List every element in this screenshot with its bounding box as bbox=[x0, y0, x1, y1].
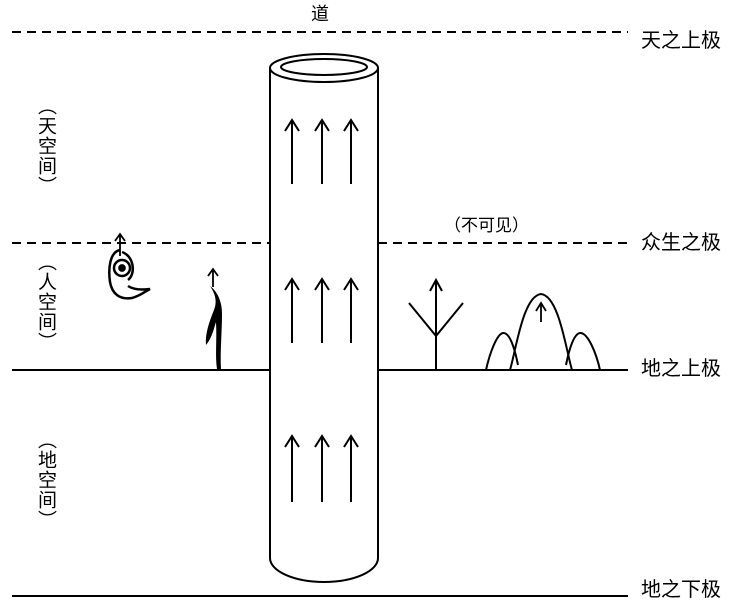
upward-arrow-icon bbox=[314, 118, 330, 184]
level-earth-top: 地之上极 bbox=[641, 356, 721, 380]
upward-arrow-icon bbox=[314, 277, 330, 343]
heaven-space-label: （天空间） bbox=[35, 96, 57, 196]
upward-arrow-icon bbox=[343, 118, 359, 184]
human-space-label: （人空间） bbox=[35, 252, 57, 352]
upward-arrow-icon bbox=[343, 434, 359, 502]
upward-arrow-icon bbox=[284, 118, 300, 184]
upward-arrow-icon bbox=[284, 277, 300, 343]
dao-pillar bbox=[269, 53, 379, 583]
upward-arrow-icon bbox=[284, 434, 300, 502]
earth-space-label: （地空间） bbox=[35, 430, 57, 530]
eye-spirit-icon bbox=[108, 232, 151, 300]
mountain-icon bbox=[484, 292, 602, 371]
level-heaven-top: 天之上极 bbox=[641, 28, 721, 52]
human-figure-icon bbox=[205, 267, 222, 369]
upward-arrows bbox=[284, 118, 359, 502]
invisible-label: （不可见） bbox=[444, 216, 529, 236]
diagram-title: 道 bbox=[311, 4, 329, 25]
tree-icon bbox=[408, 277, 464, 370]
upward-arrow-icon bbox=[314, 434, 330, 502]
upward-arrow-icon bbox=[343, 277, 359, 343]
level-beings: 众生之极 bbox=[641, 230, 721, 254]
level-earth-bottom: 地之下极 bbox=[641, 577, 721, 601]
